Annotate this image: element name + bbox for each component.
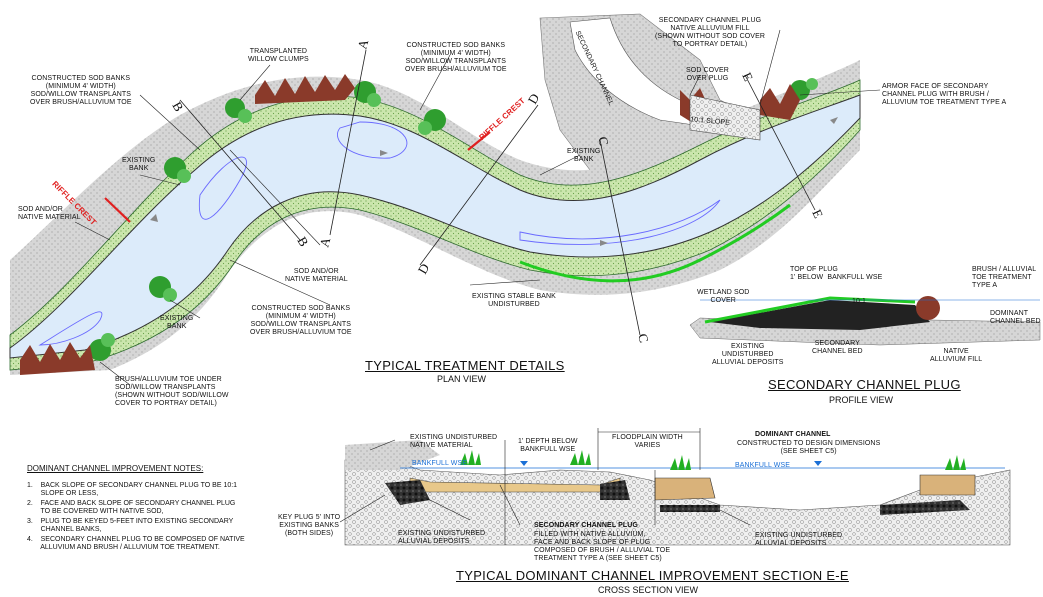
dominant-channel-sub: CONSTRUCTED TO DESIGN DIMENSIONS (SEE SH… <box>737 440 881 455</box>
section-brush-toe <box>385 480 970 515</box>
transplanted-willow-label: TRANSPLANTED WILLOW CLUMPS <box>248 48 309 63</box>
plug-text-label: FILLED WITH NATIVE ALLUVIUM, FACE AND BA… <box>534 531 671 562</box>
willow-clumps <box>89 78 818 361</box>
floodplain-label: FLOODPLAIN WIDTH VARIES <box>612 434 683 449</box>
plan-view-title: TYPICAL TREATMENT DETAILS <box>365 358 565 373</box>
section-mark-d-bottom: D <box>415 261 433 277</box>
wse-triangles <box>520 461 822 466</box>
secondary-plug <box>689 94 761 141</box>
section-mark-a-top: A <box>354 37 371 51</box>
depth-contour <box>198 156 247 220</box>
cross-section <box>339 428 1011 546</box>
bankfull-wse-left: BANKFULL WSE <box>412 460 468 467</box>
key-plug-label: KEY PLUG 5' INTO EXISTING BANKS (BOTH SI… <box>278 514 341 537</box>
river-channel <box>9 94 861 359</box>
depth-contour <box>519 199 721 245</box>
plug-title-label: SECONDARY CHANNEL PLUG <box>534 522 638 529</box>
note-item-2: 2. FACE AND BACK SLOPE OF SECONDARY CHAN… <box>27 500 236 515</box>
section-lines <box>179 49 816 336</box>
section-mark-e-bottom: E <box>809 207 826 221</box>
plan-view-subtitle: PLAN VIEW <box>437 374 487 384</box>
profile-plug <box>710 300 930 330</box>
dominant-key-plug-right <box>919 474 976 496</box>
leader-lines <box>74 29 881 386</box>
sod-native-label-center: SOD AND/OR NATIVE MATERIAL <box>285 268 348 283</box>
sod-banks-label-left: CONSTRUCTED SOD BANKS (MINIMUM 4' WIDTH)… <box>30 75 132 106</box>
bankfull-wse-right: BANKFULL WSE <box>735 462 791 469</box>
depth-below-label: 1' DEPTH BELOW BANKFULL WSE <box>518 438 578 453</box>
note-item-4: 4. SECONDARY CHANNEL PLUG TO BE COMPOSED… <box>27 536 245 551</box>
secondary-plug-label: SECONDARY CHANNEL PLUG NATIVE ALLUVIUM F… <box>655 17 765 48</box>
native-fill-label: NATIVE ALLUVIUM FILL <box>930 348 983 363</box>
profile-brush <box>916 296 940 320</box>
section-mark-c-bottom: C <box>635 332 652 344</box>
profile-view-title: SECONDARY CHANNEL PLUG <box>768 377 961 392</box>
section-mark-a-bottom: A <box>316 235 333 249</box>
note-item-3: 3. PLUG TO BE KEYED 5-FEET INTO EXISTING… <box>27 518 234 533</box>
section-native <box>345 440 440 470</box>
sod-native-label-left: SOD AND/OR NATIVE MATERIAL <box>18 206 81 221</box>
profile-sod <box>704 296 916 324</box>
section-grass <box>460 450 966 470</box>
riffle-crest-line <box>467 131 491 151</box>
dominant-channel-title: DOMINANT CHANNEL <box>755 431 831 438</box>
profile-view <box>689 296 1041 346</box>
section-dimension <box>339 428 751 545</box>
section-view-subtitle: CROSS SECTION VIEW <box>598 585 699 595</box>
deposits-left-label: EXISTING UNDISTURBED ALLUVIAL DEPOSITS <box>398 530 486 545</box>
profile-deposits-label: EXISTING UNDISTURBED ALLUVIAL DEPOSITS <box>712 343 784 366</box>
stable-bank-label: EXISTING STABLE BANK UNDISTURBED <box>472 293 556 308</box>
existing-bank-label-left: EXISTING BANK <box>122 157 156 172</box>
top-plug-label: TOP OF PLUG 1' BELOW BANKFULL WSE <box>790 266 883 281</box>
section-ground <box>344 454 1011 546</box>
section-mark-e-top: E <box>739 70 756 84</box>
secondary-bed-label: SECONDARY CHANNEL BED <box>812 340 863 355</box>
existing-bank-label-right: EXISTING BANK <box>567 148 601 163</box>
riffle-crest-line <box>104 197 131 223</box>
existing-bank-label-bottom: EXISTING BANK <box>160 315 194 330</box>
wetland-sod-label: WETLAND SOD COVER <box>697 289 750 304</box>
section-mark-c-top: C <box>595 135 612 147</box>
dominant-key-plug <box>654 477 716 501</box>
section-mark-d-top: D <box>525 91 543 107</box>
note-item-1: 1. BACK SLOPE OF SECONDARY CHANNEL PLUG … <box>27 482 238 497</box>
flow-arrows <box>150 117 838 246</box>
sod-cover-label: SOD COVER OVER PLUG <box>686 67 729 82</box>
sod-banks-label-top: CONSTRUCTED SOD BANKS (MINIMUM 4' WIDTH)… <box>405 42 507 73</box>
section-mark-b-top: B <box>169 99 186 114</box>
brush-toe-label: BRUSH/ALLUVIUM TOE UNDER SOD/WILLOW TRAN… <box>115 376 229 407</box>
brush-toe-profile-label: BRUSH / ALLUVIAL TOE TREATMENT TYPE A <box>972 266 1037 289</box>
dominant-bed-label: DOMINANT CHANNEL BED <box>990 310 1041 325</box>
native-material-label: EXISTING UNDISTURBED NATIVE MATERIAL <box>410 434 498 449</box>
depth-contour <box>337 121 408 159</box>
profile-slope-label: 10:1 <box>852 298 867 305</box>
depth-contour <box>38 311 103 346</box>
armor-face-label: ARMOR FACE OF SECONDARY CHANNEL PLUG WIT… <box>882 83 1007 106</box>
stable-bank-line <box>519 203 791 283</box>
plan-view: A A B B C C D D E E <box>9 13 881 386</box>
section-view-title: TYPICAL DOMINANT CHANNEL IMPROVEMENT SEC… <box>456 568 849 583</box>
profile-view-subtitle: PROFILE VIEW <box>829 395 894 405</box>
sod-banks-label-bottom: CONSTRUCTED SOD BANKS (MINIMUM 4' WIDTH)… <box>250 305 352 336</box>
deposits-right-label: EXISTING UNDISTURBED ALLUVIAL DEPOSITS <box>755 532 843 547</box>
notes-title: DOMINANT CHANNEL IMPROVEMENT NOTES: <box>27 464 204 473</box>
